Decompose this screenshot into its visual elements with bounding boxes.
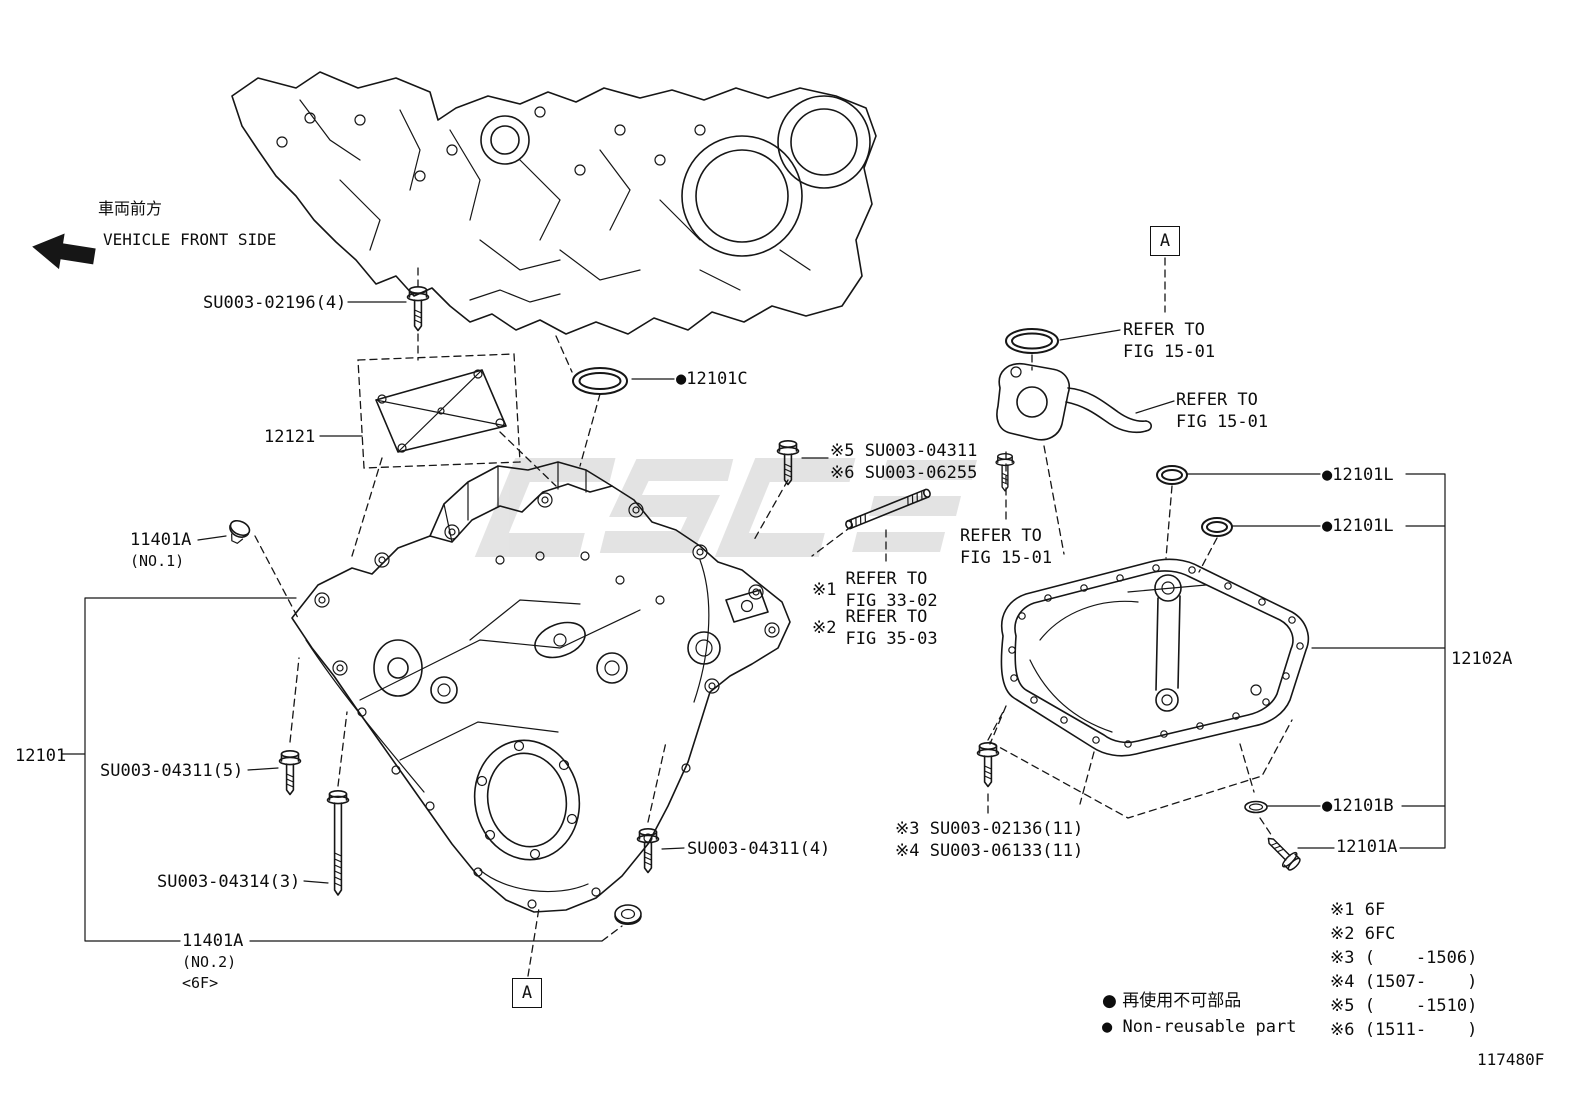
refer-fig-15-01-mid: REFER TO FIG 15-01 <box>1176 389 1268 433</box>
label-su003-04311-4: SU003-04311(4) <box>687 839 831 859</box>
construction-lines <box>254 257 1293 977</box>
refer-line: FIG 15-01 <box>1123 342 1216 362</box>
label-11401a-no2: 11401A (NO.2) <6F> <box>182 930 243 994</box>
legend-item: ※2 6FC <box>1330 924 1396 944</box>
o-ring-12101l-2 <box>1201 517 1233 537</box>
non-reusable-note-jp: ● 再使用不可部品 <box>1102 991 1242 1011</box>
refer-line: FIG 35-03 <box>845 629 938 649</box>
vehicle-front-label-jp: 車両前方 <box>98 199 163 218</box>
note-5-6: ※5 SU003-04311 ※6 SU003-06255 <box>830 440 977 484</box>
legend-item: ※6 (1511- ) <box>1330 1020 1478 1040</box>
gasket-12101b-drawing <box>1244 800 1268 814</box>
refer-line: REFER TO <box>960 526 1042 546</box>
part-number: 11401A <box>182 931 244 951</box>
refer-line: FIG 15-01 <box>960 548 1053 568</box>
refer-fig-35-03: ※2 REFER TO FIG 35-03 <box>812 606 938 650</box>
refer-line: REFER TO <box>1123 320 1205 340</box>
plug-11401a-no1-drawing <box>229 519 251 544</box>
note-line: ※3 SU003-02136(11) <box>895 819 1084 839</box>
refer-line: FIG 33-02 <box>845 591 938 611</box>
note-line: ※4 SU003-06133(11) <box>895 841 1084 861</box>
refer-line: REFER TO <box>1176 390 1258 410</box>
label-12101c: ●12101C <box>676 369 748 389</box>
baffle-plate-drawing <box>357 353 521 469</box>
bolt-note3-4 <box>976 741 1000 788</box>
non-reusable-note-en: ● Non-reusable part <box>1102 1017 1297 1037</box>
label-12101a: 12101A <box>1336 837 1398 857</box>
o-ring-12101c <box>572 367 628 395</box>
legend-item: ※4 (1507- ) <box>1330 972 1478 992</box>
label-su003-02196: SU003-02196(4) <box>203 293 347 313</box>
figure-code: 117480F <box>1477 1050 1545 1069</box>
o-ring-12101l-1 <box>1156 465 1188 485</box>
refer-fig-15-01-bottom: REFER TO FIG 15-01 <box>960 525 1052 569</box>
vehicle-front-label-en: VEHICLE FRONT SIDE <box>103 230 277 249</box>
note-marker: ※2 <box>812 618 837 638</box>
refer-line: REFER TO <box>845 607 928 627</box>
bolt-su003-04311-5 <box>278 749 302 796</box>
applicability-legend: ※1 6F ※2 6FC ※3 ( -1506) ※4 (1507- ) ※5 … <box>1330 898 1477 1042</box>
label-12102a: 12102A <box>1451 648 1513 670</box>
note-3-4: ※3 SU003-02136(11) ※4 SU003-06133(11) <box>895 818 1083 862</box>
refer-line: FIG 15-01 <box>1176 412 1269 432</box>
note-marker: ※1 <box>812 580 837 600</box>
leader-lines <box>61 301 1446 942</box>
label-12101l-2: ●12101L <box>1322 516 1394 536</box>
detail-box-a-top: A <box>1150 226 1180 256</box>
engine-block-drawing <box>231 71 877 335</box>
label-12101b: ●12101B <box>1322 796 1394 816</box>
bolt-su003-04311-4 <box>636 827 660 874</box>
note-line: ※5 SU003-04311 <box>830 441 978 461</box>
legend-item: ※3 ( -1506) <box>1330 948 1478 968</box>
drain-bolt-12101a <box>1261 831 1304 874</box>
label-12101: 12101 <box>15 746 67 766</box>
label-12121: 12121 <box>264 427 316 447</box>
refer-line: REFER TO <box>845 569 928 589</box>
label-12101l-1: ●12101L <box>1322 465 1394 485</box>
front-direction-arrow-icon <box>32 233 96 270</box>
refer-fig-15-01-top: REFER TO FIG 15-01 <box>1123 319 1215 363</box>
part-suffix: (NO.1) <box>130 552 185 570</box>
part-variant: <6F> <box>182 974 219 992</box>
lower-oil-pan-drawing <box>1000 558 1310 757</box>
note-line: ※6 SU003-06255 <box>830 463 978 483</box>
label-su003-04314-3: SU003-04314(3) <box>157 872 301 892</box>
refer-fig-33-02: ※1 REFER TO FIG 33-02 <box>812 568 938 612</box>
detail-box-a-bottom: A <box>512 978 542 1008</box>
long-bolt-su003-04314 <box>326 790 350 896</box>
oil-strainer-drawing <box>996 363 1153 441</box>
label-11401a-no1: 11401A (NO.1) <box>130 529 191 572</box>
part-suffix: (NO.2) <box>182 953 237 971</box>
o-ring-fig15-01 <box>1005 328 1059 354</box>
part-number: 11401A <box>130 530 192 550</box>
plug-11401a-no2-drawing <box>614 904 642 926</box>
bolt-strainer <box>995 452 1015 492</box>
stud-bolt-drawing <box>845 488 931 530</box>
legend-item: ※5 ( -1510) <box>1330 996 1478 1016</box>
label-su003-04311-5: SU003-04311(5) <box>100 761 244 781</box>
upper-oil-pan-drawing <box>291 461 791 913</box>
legend-item: ※1 6F <box>1330 900 1386 920</box>
